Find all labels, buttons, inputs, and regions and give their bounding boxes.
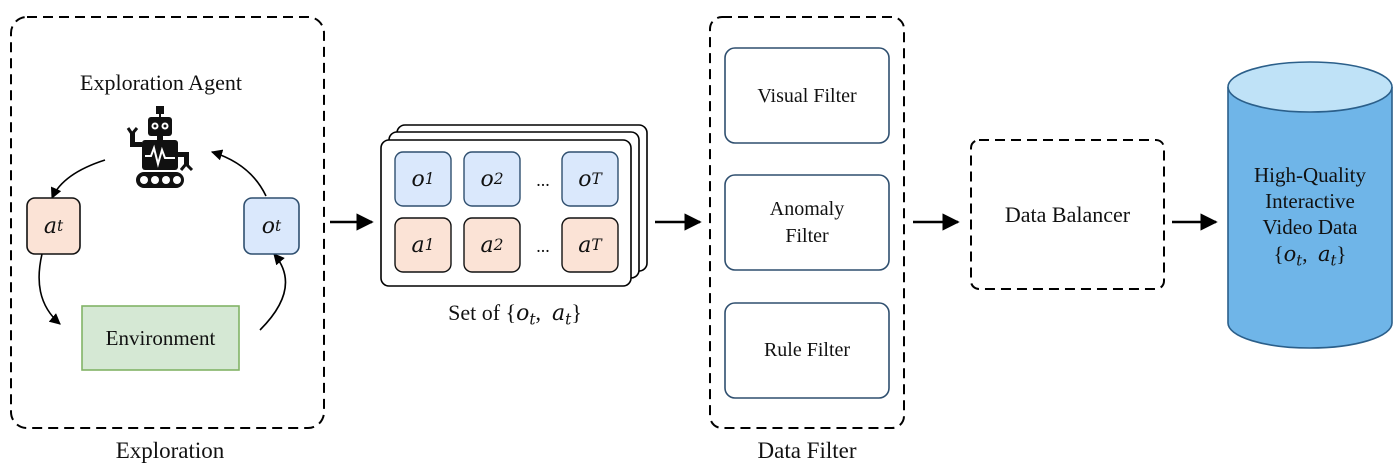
action-token-box	[26, 197, 81, 255]
dataset-action-box	[394, 217, 452, 273]
data-balancer-label: Data Balancer	[1004, 202, 1131, 227]
output-label-line2: Interactive	[1265, 189, 1355, 213]
environment-label: Environment	[105, 326, 216, 350]
output-label-tuple: {ot, at}	[1273, 242, 1347, 270]
data-filter-container	[709, 16, 905, 429]
exploration-agent-label: Exploration Agent	[80, 70, 242, 95]
rule-filter-label: Rule Filter	[763, 339, 851, 361]
data-balancer-box	[970, 139, 1165, 290]
environment-to-observation-arrow	[259, 253, 287, 331]
anomaly-filter-label-line1: Anomaly	[769, 198, 845, 220]
anomaly-filter-box	[724, 174, 890, 271]
dataset-observation-ellipsis: ...	[536, 169, 550, 190]
observation-token-box	[243, 197, 300, 255]
exploration-caption: Exploration	[115, 438, 225, 463]
data-filter-caption: Data Filter	[757, 438, 857, 463]
dataset-observation-box	[561, 151, 619, 207]
action-to-environment-arrow	[38, 253, 61, 325]
agent-to-action-arrow	[50, 159, 106, 200]
rule-filter-box	[724, 302, 890, 399]
anomaly-filter-label-line2: Filter	[785, 225, 829, 247]
output-label-line1: High-Quality	[1254, 163, 1366, 187]
dataset-action-box	[463, 217, 521, 273]
visual-filter-label: Visual Filter	[757, 85, 857, 107]
exploration-container	[10, 16, 325, 429]
dataset-observation-box	[394, 151, 452, 207]
output-label-line3: Video Data	[1262, 215, 1358, 239]
database-cylinder	[1227, 61, 1393, 349]
visual-filter-box	[724, 47, 890, 144]
robot-icon	[126, 106, 194, 188]
dataset-action-ellipsis: ...	[536, 235, 550, 256]
observation-to-agent-arrow	[210, 149, 267, 197]
dataset-action-box	[561, 217, 619, 273]
dataset-observation-box	[463, 151, 521, 207]
environment-box	[81, 305, 240, 371]
dataset-caption: Set of {ot, at}	[448, 300, 582, 329]
